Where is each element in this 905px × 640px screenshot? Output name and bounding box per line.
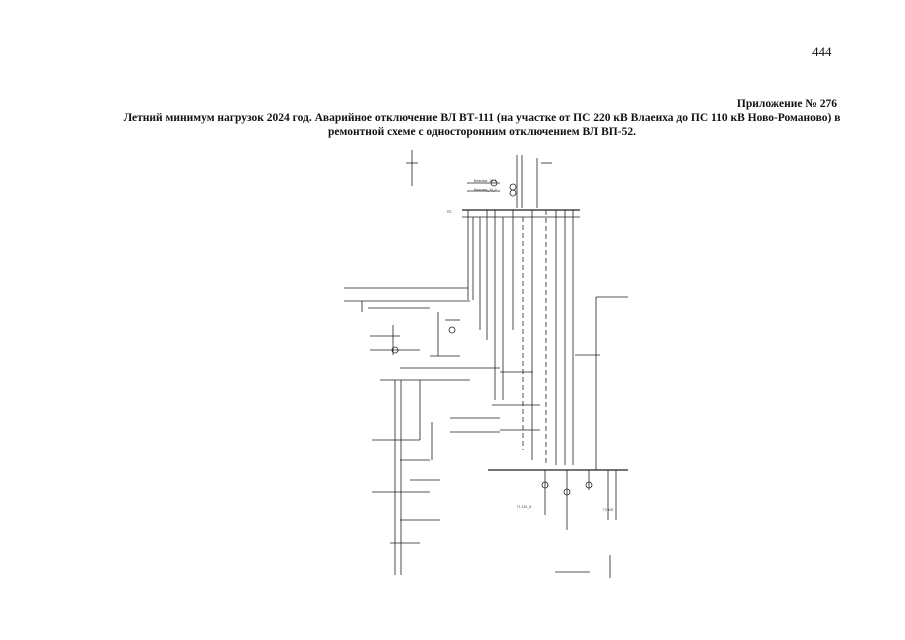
appendix-label: Приложение № 276 bbox=[736, 98, 837, 110]
schematic-labels: Власиха_10_1 Власиха_10_2 ПС Г1 120_5 Г3… bbox=[447, 179, 613, 512]
document-caption: Летний минимум нагрузок 2024 год. Аварий… bbox=[123, 112, 841, 138]
diagram-label: Власиха_10_2 bbox=[474, 188, 497, 192]
page-number: 444 bbox=[812, 44, 832, 59]
schematic-lines bbox=[344, 150, 628, 578]
diagram-label: Г3 100 bbox=[603, 508, 613, 512]
diagram-label: ПС bbox=[447, 210, 452, 214]
diagram-label: Власиха_10_1 bbox=[474, 179, 497, 183]
diagram-label: Г1 120_5 bbox=[517, 505, 531, 509]
